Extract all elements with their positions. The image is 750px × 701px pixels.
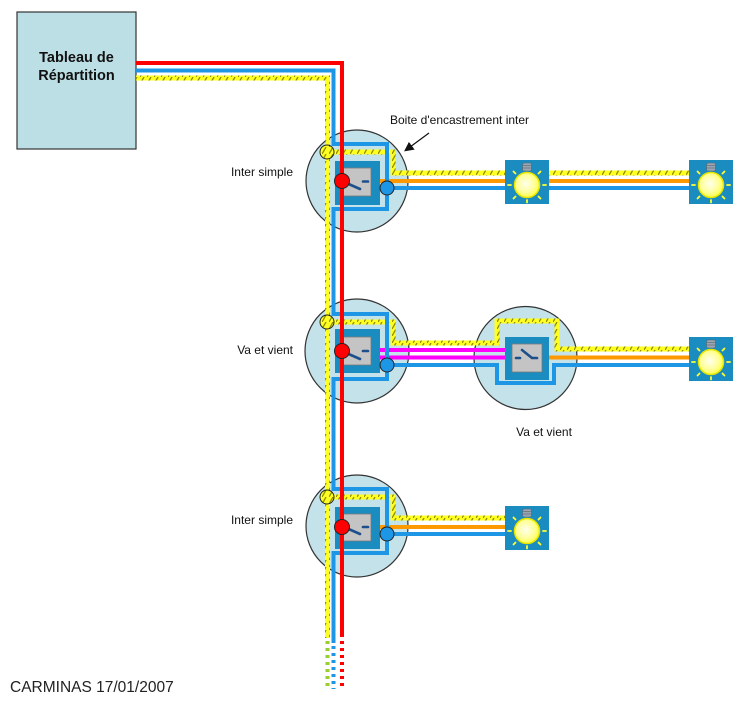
phase-main-wire: [136, 61, 344, 637]
earth-terminal-2: [319, 314, 335, 330]
earth-terminal-3: [319, 489, 335, 505]
circuit-1-label: Inter simple: [231, 165, 293, 179]
neutral-terminal-2: [379, 357, 395, 373]
neutral-terminal-3: [379, 526, 395, 542]
panel-label-line1: Tableau de: [39, 50, 114, 66]
circuit-3-label: Inter simple: [231, 513, 293, 527]
phase-terminal-3: [334, 519, 350, 535]
switch-va-et-vient-2-lever: [520, 348, 534, 360]
earth-main-wire: [136, 75, 330, 638]
earth-wire-branch-2: [327, 318, 700, 352]
neutral-wire-branch-2: [387, 363, 700, 385]
panel-label-line2: Répartition: [38, 68, 115, 84]
phase-terminal-1: [334, 173, 350, 189]
annotation-arrow: [404, 132, 430, 152]
neutral-terminal-1: [379, 180, 395, 196]
panel-box: [16, 11, 137, 150]
author-credit: CARMINAS 17/01/2007: [10, 679, 174, 696]
earth-wire-branch-3: [327, 494, 520, 521]
annotation-label: Boite d'encastrement inter: [390, 113, 529, 127]
lamp-icon: [689, 337, 733, 381]
circuit-2-label: Va et vient: [237, 343, 293, 357]
lamp-icon: [505, 506, 549, 550]
earth-terminal-1: [319, 144, 335, 160]
distribution-panel: Tableau de Répartition: [16, 11, 137, 150]
switch-va-et-vient-2: [505, 337, 549, 380]
lamp-icon: [505, 160, 549, 204]
lamp-icon: [689, 160, 733, 204]
circuit-2-second-switch-label: Va et vient: [516, 425, 572, 439]
phase-terminal-2: [334, 343, 350, 359]
